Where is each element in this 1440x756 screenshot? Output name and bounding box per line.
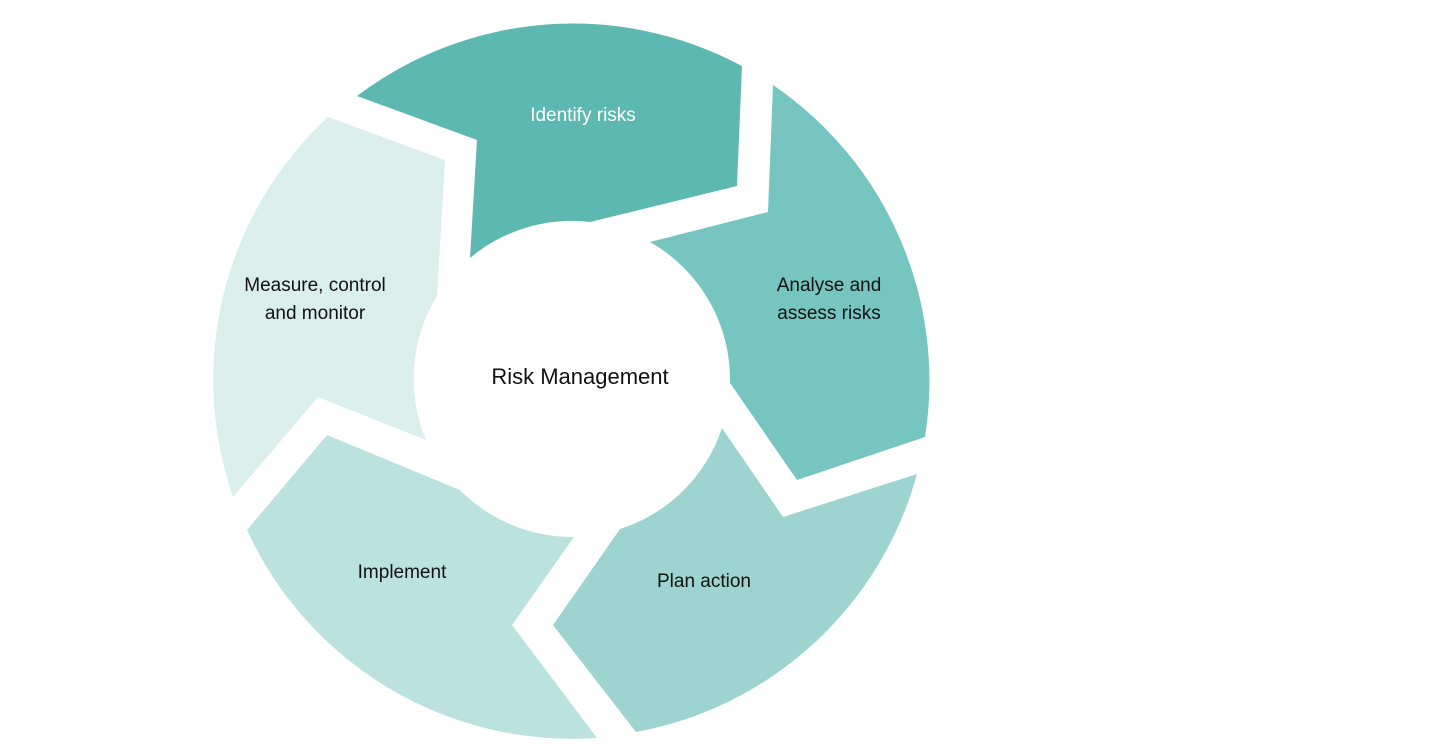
segment-plan-action — [553, 428, 917, 732]
label-analyse-line2: assess risks — [777, 303, 881, 324]
label-plan-action: Plan action — [656, 571, 752, 592]
label-measure-line1: Measure, control — [244, 275, 386, 296]
label-measure-line2: and monitor — [264, 303, 366, 324]
label-analyse-line1: Analyse and — [776, 275, 882, 296]
center-title: Risk Management — [491, 364, 669, 389]
label-analyse-assess: Analyse and assess risks — [777, 272, 882, 328]
label-measure-control-monitor: Measure, control and monitor — [244, 272, 386, 328]
segment-implement — [247, 435, 597, 739]
label-identify-risks: Identify risks — [530, 105, 636, 126]
segment-identify-risks — [357, 23, 742, 258]
segment-measure-control-monitor — [213, 117, 445, 497]
label-implement: Implement — [357, 562, 447, 583]
segment-analyse-assess — [650, 85, 930, 480]
